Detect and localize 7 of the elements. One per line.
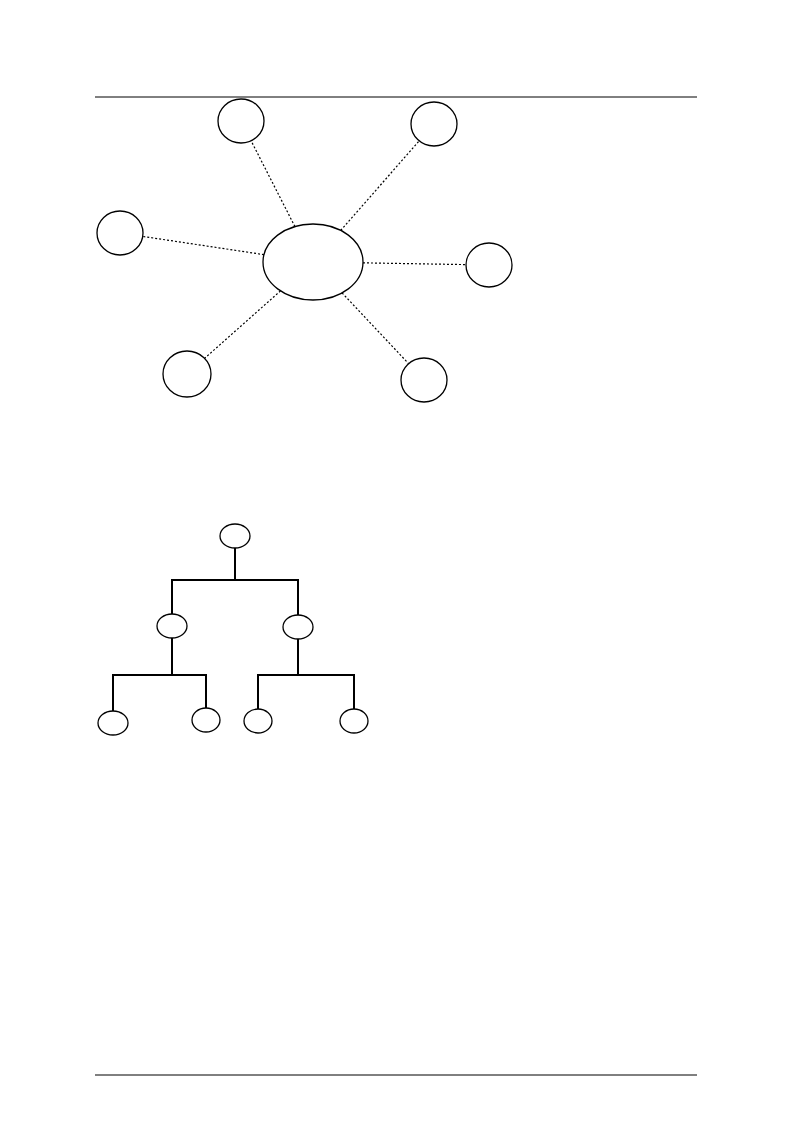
dotted-connector: [142, 235, 265, 256]
dotted-connector: [340, 140, 420, 231]
dotted-connector: [250, 140, 296, 228]
tree-connector: [171, 637, 207, 709]
tree-connector: [297, 638, 355, 710]
tree-connector: [234, 547, 299, 616]
dotted-connector: [204, 290, 282, 359]
